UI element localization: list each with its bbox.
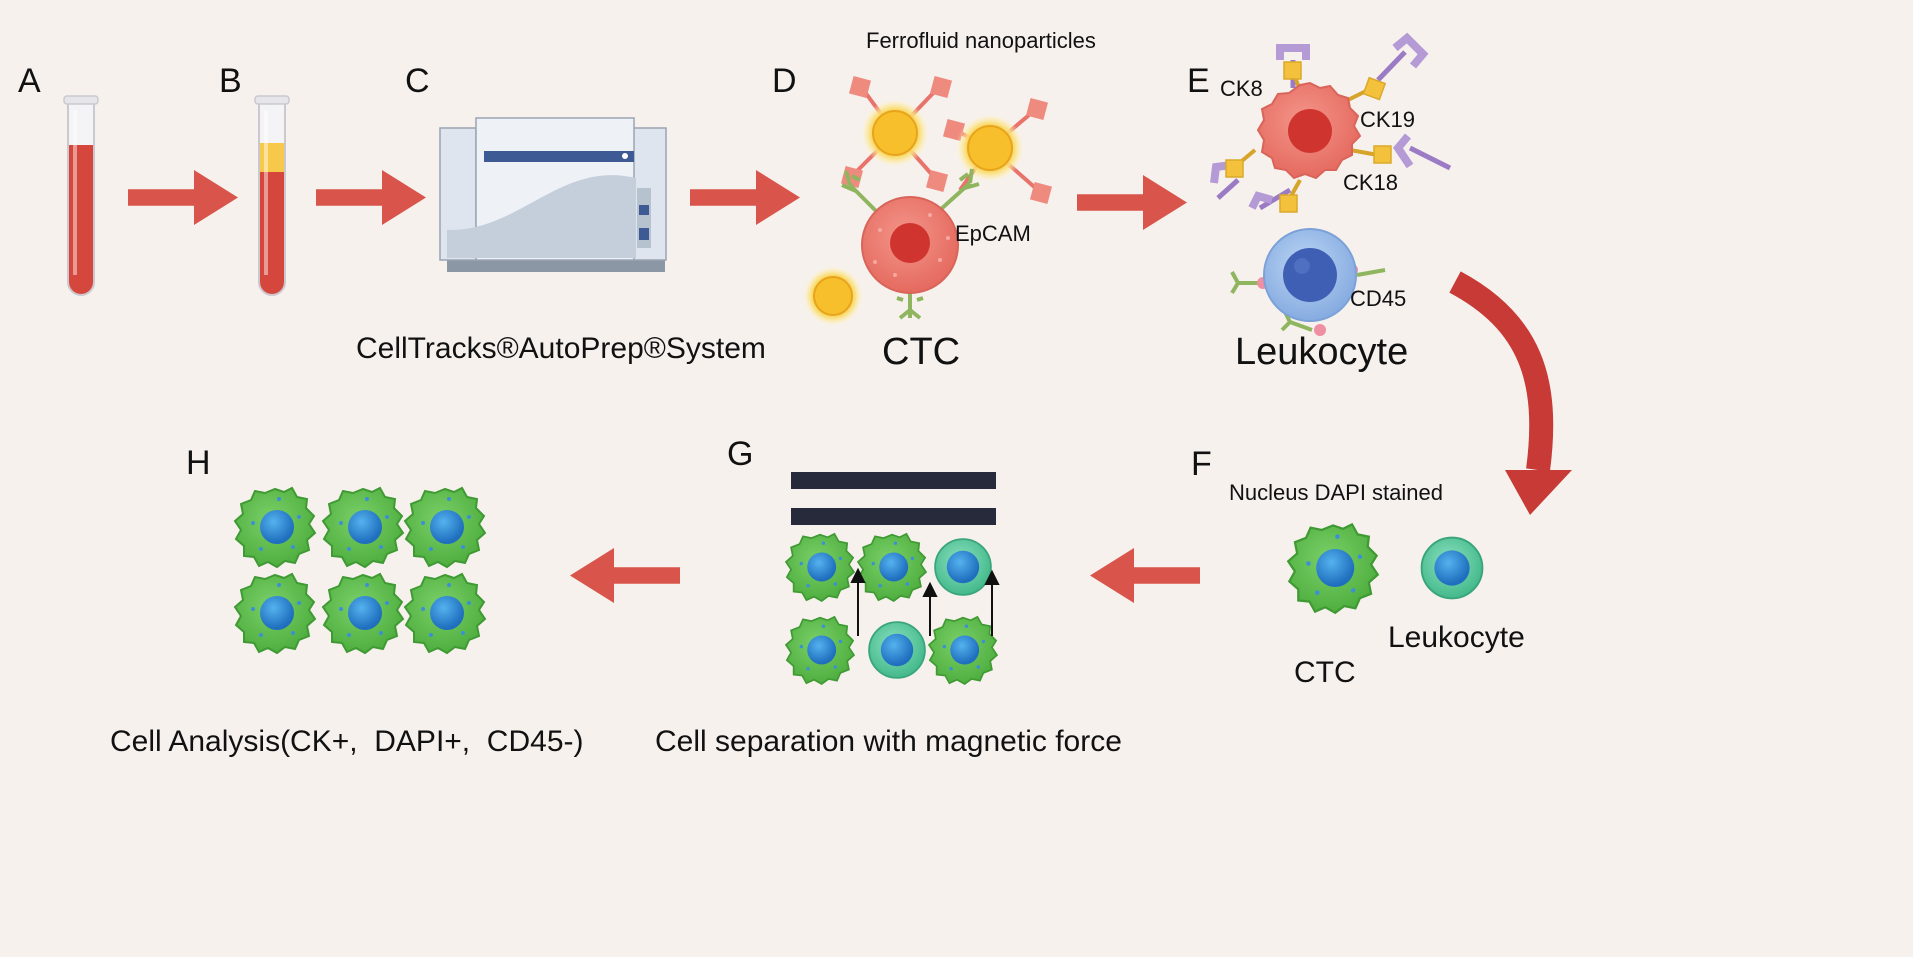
- centrifuged-tube-b-icon: [254, 95, 290, 296]
- curved-process-arrow-icon: [1449, 271, 1572, 515]
- ctc-caption: CTC: [882, 331, 961, 373]
- ctc-cell-d-icon: [841, 168, 980, 320]
- panel-label-h: H: [186, 444, 211, 482]
- analysis-caption: Cell Analysis(CK+, DAPI+, CD45-): [110, 725, 584, 758]
- leukocyte-caption: Leukocyte: [1235, 331, 1409, 373]
- ck18-caption: CK18: [1343, 170, 1399, 195]
- blood-tube-a-icon: [63, 95, 99, 296]
- system-caption: CellTracks®AutoPrep®System: [356, 332, 766, 365]
- panel-label-a: A: [18, 62, 41, 100]
- panel-label-f: F: [1191, 445, 1212, 483]
- ctc-f-caption: CTC: [1294, 656, 1356, 689]
- ck8-caption: CK8: [1220, 76, 1263, 101]
- ferrofluid-nanoparticle-icon: [803, 266, 863, 326]
- ferrofluid-caption: Ferrofluid nanoparticles: [866, 28, 1096, 53]
- autoprep-machine-icon: [439, 117, 667, 272]
- panel-label-d: D: [772, 62, 797, 100]
- cd45-caption: CD45: [1350, 286, 1407, 311]
- ctc-cell-e-icon: [1210, 32, 1452, 213]
- leukocyte-e-icon: [1230, 228, 1386, 336]
- ck19-caption: CK19: [1360, 107, 1416, 132]
- leukocyte-f-caption: Leukocyte: [1388, 621, 1525, 654]
- ferrofluid-nanoparticle-icon: [942, 97, 1053, 205]
- panel-label-b: B: [219, 62, 242, 100]
- separation-caption: Cell separation with magnetic force: [655, 725, 1122, 758]
- magnetic-force-arrows: [850, 567, 1000, 636]
- ferrofluid-nanoparticle-icon: [840, 75, 953, 193]
- magnet-bar-icon: [791, 472, 996, 525]
- leukocyte-teal-f-icon: [1420, 536, 1484, 600]
- panel-label-g: G: [727, 435, 754, 473]
- panel-label-e: E: [1187, 62, 1210, 100]
- epcam-caption: EpCAM: [955, 221, 1031, 246]
- dapi-caption: Nucleus DAPI stained: [1229, 480, 1443, 505]
- panel-label-c: C: [405, 62, 430, 100]
